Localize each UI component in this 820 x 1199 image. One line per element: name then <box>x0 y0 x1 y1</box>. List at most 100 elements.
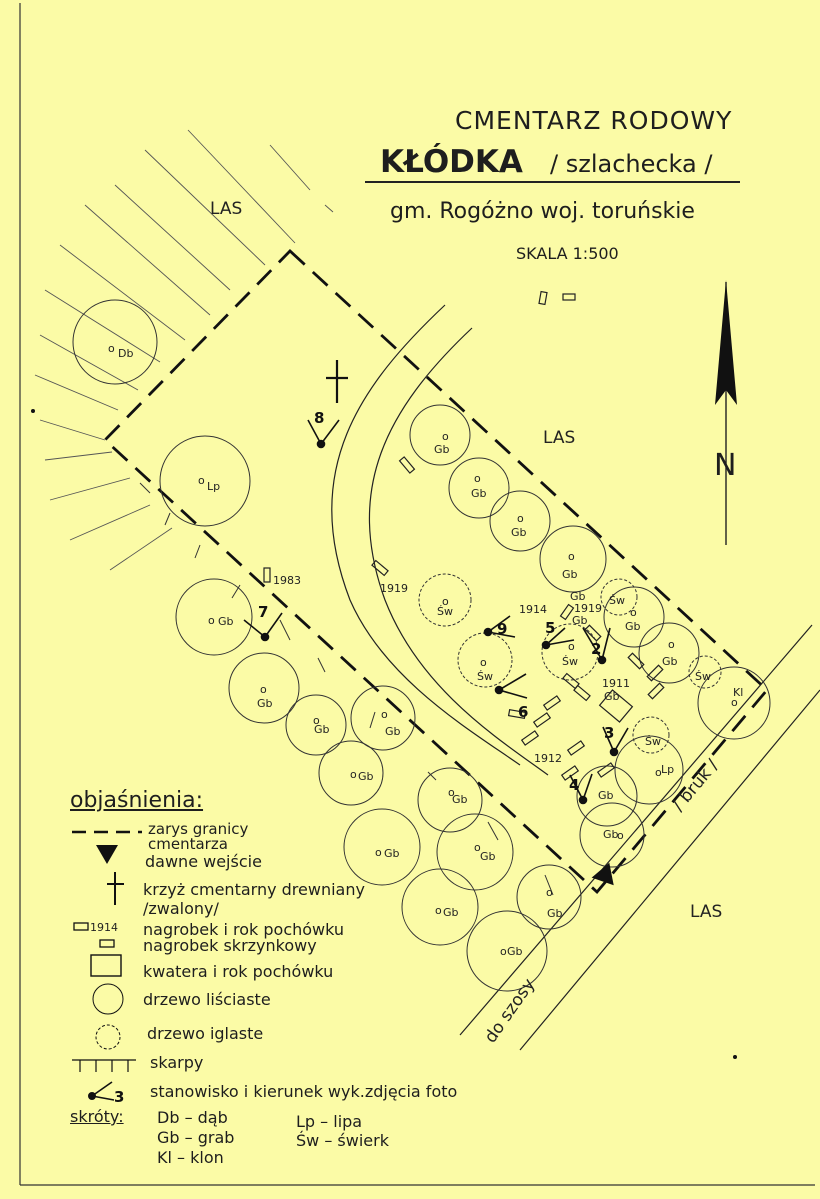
tree-label-text: Gb <box>385 725 401 738</box>
abbr-item: Lp – lipa <box>296 1112 363 1131</box>
station-5 <box>541 627 575 650</box>
tree-label-text: Gb <box>511 526 527 539</box>
forest-label-se: LAS <box>690 902 722 922</box>
cemetery-qualifier: / szlachecka / <box>550 150 713 178</box>
tree-label-text: Św <box>609 594 625 607</box>
legend-item: kwatera i rok pochówku <box>143 962 334 981</box>
station-number: 9 <box>497 620 507 638</box>
station-number: 5 <box>545 619 555 637</box>
ink-dot <box>733 1055 737 1059</box>
tree-label-text: Gb <box>562 568 578 581</box>
tree-label: o <box>568 550 575 563</box>
station-3 <box>602 726 629 757</box>
legend-item: drzewo iglaste <box>147 1024 264 1043</box>
tree-label: o <box>617 829 624 842</box>
tree-label-text: Św <box>437 605 453 618</box>
tree-label-text: Gb <box>603 828 619 841</box>
cemetery-boundary <box>102 249 769 895</box>
grave-year: 1914 <box>519 603 547 616</box>
tree-label: o <box>517 512 524 525</box>
station-9 <box>483 615 516 638</box>
escarpment-ticks <box>139 482 554 896</box>
tree-label: o <box>630 606 637 619</box>
path-lines <box>331 304 549 776</box>
graves <box>263 290 665 781</box>
station-4 <box>569 773 593 805</box>
station-number: 6 <box>518 703 528 721</box>
fallen-cross <box>326 360 348 403</box>
tree-label-text: Gb <box>257 697 273 710</box>
tree-label: o <box>350 768 357 781</box>
scale-label: SKALA 1:500 <box>516 244 619 263</box>
legend-item: dawne wejście <box>145 852 262 871</box>
road-to-label: do szosy <box>481 975 540 1047</box>
tree-label: o <box>546 886 553 899</box>
grave-year: 1911 <box>602 677 630 690</box>
station-number: 4 <box>569 776 579 794</box>
tree-label-text: Gb <box>384 847 400 860</box>
forest-labels: LAS LAS LAS <box>210 199 722 922</box>
tree-label: o <box>198 474 205 487</box>
tree-label: o <box>108 342 115 355</box>
station-2 <box>582 627 611 665</box>
tree-label-text: Gb <box>443 906 459 919</box>
forest-hatching <box>34 129 334 571</box>
north-arrow <box>715 280 737 545</box>
legend-item: zarys granicy cmentarza <box>148 820 249 853</box>
station-number: 7 <box>258 603 268 621</box>
tree-label-text: Db <box>118 347 133 360</box>
tree-label: o <box>668 638 675 651</box>
tree-label: o <box>500 945 507 958</box>
station-8 <box>307 419 340 449</box>
legend-item: skarpy <box>150 1053 204 1072</box>
tree-label: o <box>731 696 738 709</box>
legend-item: krzyż cmentarny drewniany /zwalony/ <box>143 880 365 918</box>
station-number: 2 <box>591 640 601 658</box>
grave-year: 1983 <box>273 574 301 587</box>
station-number: 3 <box>604 724 614 742</box>
legend-symbols <box>72 830 142 1101</box>
grave-years: 1983 1919 1914 1919 1911 1912 <box>273 574 630 765</box>
photo-stations <box>243 419 629 805</box>
tree-label-text: Gb <box>625 620 641 633</box>
legend-item: nagrobek i rok pochówku <box>143 920 345 939</box>
tree-label: o <box>474 472 481 485</box>
abbr-heading: skróty: <box>70 1107 124 1126</box>
tree-label-text: Gb <box>471 487 487 500</box>
title-underline <box>365 181 740 183</box>
tree-label: o <box>655 766 662 779</box>
tree-label: o <box>313 714 320 727</box>
forest-label-ne: LAS <box>543 428 575 448</box>
title-line1: CMENTARZ RODOWY <box>455 106 733 135</box>
tree-label: o <box>442 595 449 608</box>
tree-label-text: Gb <box>572 614 588 627</box>
tree-label-text: Gb <box>598 789 614 802</box>
tree-label-text: Lp <box>661 763 674 776</box>
north-label: N <box>714 448 737 483</box>
tree-label-text: Lp <box>207 480 220 493</box>
legend-symbol-station: 3 <box>114 1088 124 1106</box>
tree-label-text: Gb <box>434 443 450 456</box>
tree-label-text: Gb <box>507 945 523 958</box>
cemetery-name: KŁÓDKA <box>380 144 523 180</box>
legend-item: drzewo liściaste <box>143 990 271 1009</box>
road-label: / bruk / <box>669 756 723 816</box>
tree-label-text: Kl <box>733 686 743 699</box>
tree-label: o <box>381 708 388 721</box>
tree-label-text: Gb <box>218 615 234 628</box>
tree-label: o <box>442 430 449 443</box>
tree-label: o <box>375 846 382 859</box>
abbr-item: Kl – klon <box>157 1148 224 1167</box>
tree-label-text: Gb <box>480 850 496 863</box>
forest-label-nw: LAS <box>210 199 242 219</box>
legend-symbol-year: 1914 <box>90 921 118 934</box>
grave-year: 1919 <box>574 602 602 615</box>
tree-label-text: Św <box>645 735 661 748</box>
station-6 <box>494 673 528 699</box>
legend-item: nagrobek skrzynkowy <box>143 936 317 955</box>
station-7 <box>243 612 283 642</box>
station-number: 8 <box>314 409 324 427</box>
station-numbers: 8 7 9 5 2 6 3 4 <box>258 409 614 794</box>
